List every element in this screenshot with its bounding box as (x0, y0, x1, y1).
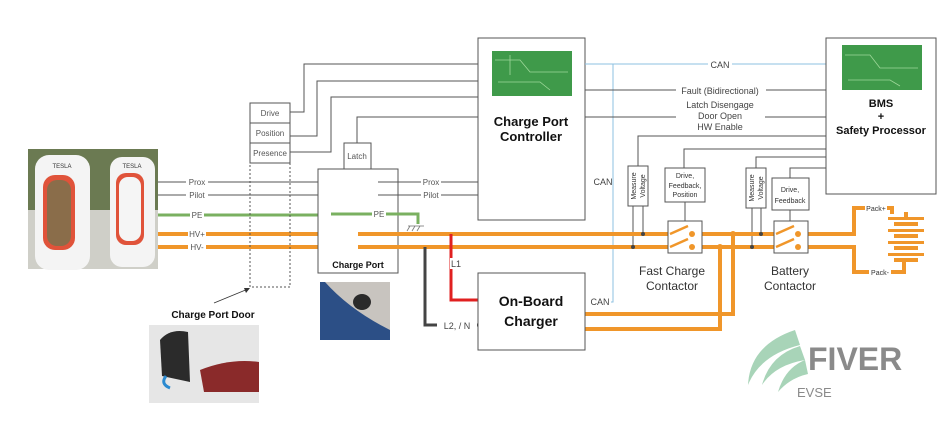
charge-port-title: Charge Port (332, 260, 384, 270)
fiver-evse-logo: FIVER EVSE (748, 330, 902, 400)
prox-label: Prox (189, 178, 205, 187)
door-drive-wire (290, 63, 478, 113)
bms-line1: BMS (869, 98, 893, 110)
bc-measure-label: Measure (749, 174, 756, 201)
bms-line2: + (878, 111, 884, 123)
logo-sub: EVSE (797, 385, 832, 400)
can-obc-label: CAN (590, 297, 609, 307)
obc-title-line1: On-Board (499, 293, 564, 309)
cpc-title-line2: Controller (500, 129, 562, 144)
tesla-text-2: TESLA (122, 164, 141, 170)
pack-plus-label: Pack+ (866, 206, 886, 213)
can-top-label: CAN (710, 60, 729, 70)
door-presence-label: Presence (253, 149, 287, 158)
door-presence-wire (290, 96, 478, 153)
charge-port-box (317, 168, 399, 274)
bc-measure-voltage-box (745, 167, 767, 209)
fc-measure-voltage-box (627, 165, 649, 207)
fc-switch-icon (669, 224, 689, 249)
latch-disengage-label: Latch Disengage (686, 100, 754, 110)
fc-drive-line3: Position (673, 192, 698, 199)
pe-wire-port (331, 212, 420, 224)
cpc-title-line1: Charge Port (494, 114, 569, 129)
bc-measure-wire (755, 156, 826, 168)
port-pilot-label: Pilot (423, 191, 439, 200)
circuit-board-image (492, 51, 572, 96)
door-position-wire (290, 80, 478, 137)
l1-label: L1 (451, 259, 461, 269)
latch-wire (356, 116, 478, 143)
door-open-label: Door Open (698, 111, 742, 121)
obc-title-line2: Charger (504, 313, 558, 329)
l2n-label: L2, / N (444, 321, 471, 331)
bc-caption-line1: Battery (771, 264, 809, 278)
door-box: Drive Position Presence (249, 102, 291, 164)
obc-hv-minus-out (585, 247, 722, 331)
l1-wire (449, 234, 478, 302)
latch-label: Latch (347, 152, 367, 161)
hv-minus-label: HV- (190, 243, 204, 252)
obc-hv-plus-out (585, 234, 735, 316)
pack-minus-wire (800, 245, 906, 274)
on-board-charger-box (477, 272, 586, 351)
fc-caption-line2: Contactor (646, 279, 698, 293)
door-position-label: Position (256, 129, 284, 138)
pe-label: PE (192, 211, 203, 220)
fc-caption-line1: Fast Charge (639, 264, 705, 278)
charge-port-door-caption: Charge Port Door (171, 310, 254, 321)
door-pointer-arrow (213, 288, 249, 304)
latch-box (343, 142, 372, 170)
tesla-text-1: TESLA (52, 164, 71, 170)
bms-line3: Safety Processor (836, 125, 927, 137)
supercharger-photo: TESLA TESLA (28, 149, 158, 270)
bc-drive-box (771, 177, 810, 211)
fc-measure-wire (637, 135, 826, 166)
fast-charge-contactor-box (667, 220, 703, 254)
fc-drive-line2: Feedback, (669, 183, 702, 190)
port-pe-label: PE (374, 210, 385, 219)
logo-name: FIVER (808, 341, 902, 377)
fc-measure-label: Measure (631, 172, 638, 199)
port-prox-label: Prox (423, 178, 439, 187)
pack-plus-wire (800, 206, 894, 236)
fc-drive-line1: Drive, (676, 173, 694, 180)
bms-circuit-board-image (842, 45, 922, 90)
fault-label: Fault (Bidirectional) (681, 86, 759, 96)
fc-drive-box (664, 167, 706, 203)
bc-drive-line1: Drive, (781, 187, 799, 194)
charge-port-photo (320, 282, 390, 340)
fc-voltage-label: Voltage (640, 174, 647, 197)
battery-contactor-box (773, 220, 809, 254)
hw-enable-label: HW Enable (697, 122, 743, 132)
bc-caption-line2: Contactor (764, 279, 816, 293)
door-drive-label: Drive (261, 109, 280, 118)
fc-drive-wire (683, 148, 826, 168)
battery-pack-icon (888, 212, 924, 262)
pilot-label: Pilot (189, 191, 205, 200)
bc-drive-line2: Feedback (775, 198, 806, 205)
bc-switch-icon (775, 224, 795, 249)
hv-plus-label: HV+ (189, 230, 205, 239)
pack-minus-label: Pack- (871, 270, 890, 277)
ground-icon (406, 225, 424, 232)
car-door-photo (149, 325, 259, 403)
bc-drive-wire (789, 167, 826, 178)
bc-voltage-label: Voltage (758, 176, 765, 199)
can-vertical-label: CAN (593, 177, 612, 187)
